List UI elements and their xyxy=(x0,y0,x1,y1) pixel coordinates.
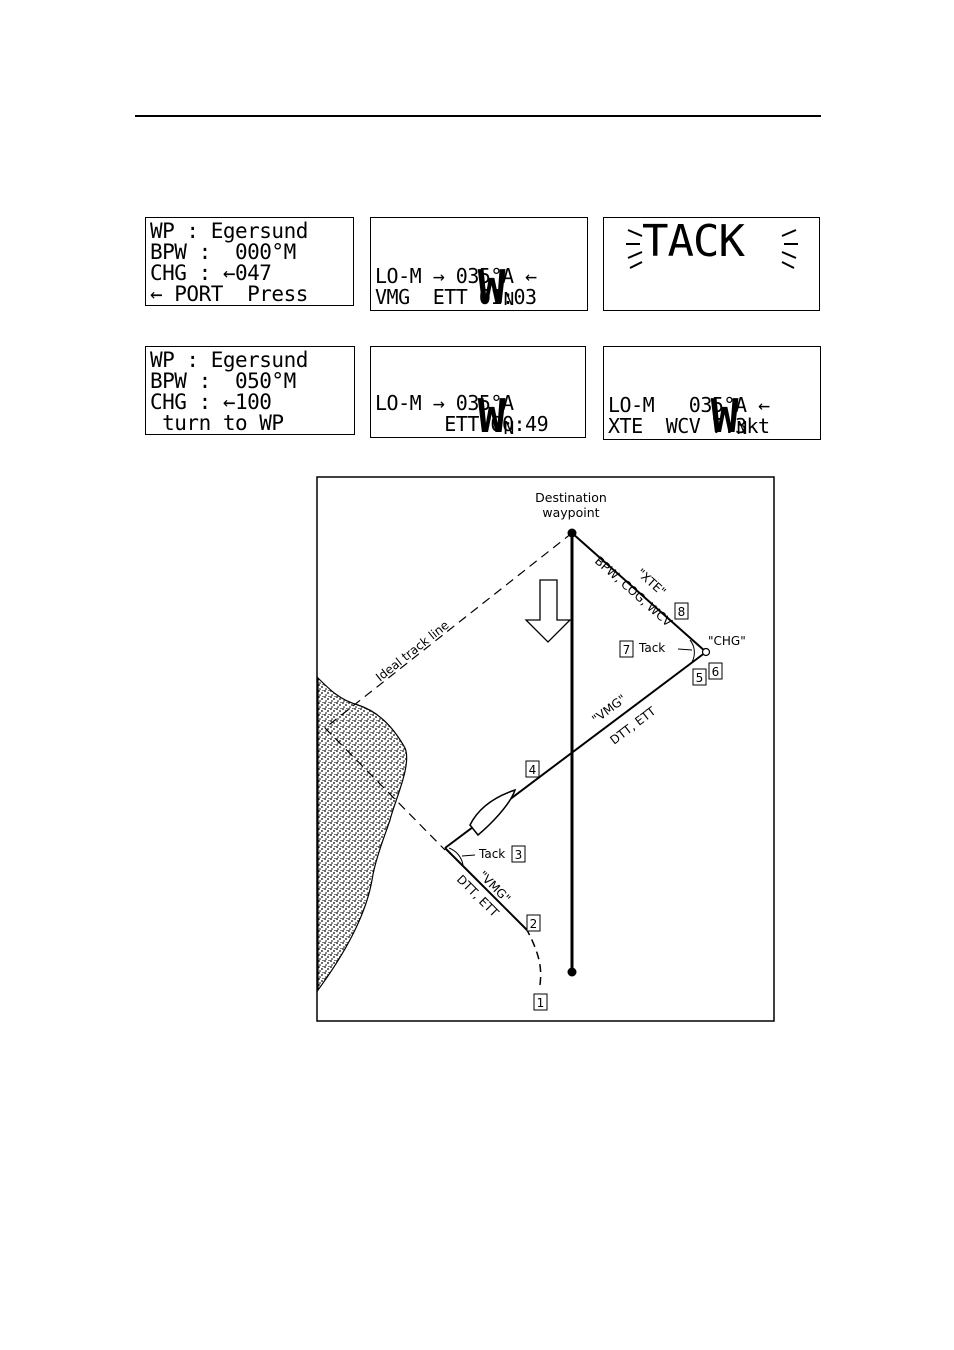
marker-1: 1 xyxy=(537,996,545,1010)
marker-4: 4 xyxy=(529,763,537,777)
display-line: LO-M → 035°A xyxy=(375,391,514,415)
start-dot xyxy=(567,967,577,977)
coastline-land xyxy=(317,676,408,992)
wn-label: W xyxy=(477,389,506,438)
wind-arrow-icon xyxy=(524,579,572,643)
display-line: BPW : 000°M xyxy=(150,240,296,264)
vmg-upper-label: "VMG" xyxy=(589,692,628,727)
display-line: LO-M → 035°A ← xyxy=(375,264,537,288)
display-line: VMG ETT 01:03 xyxy=(375,285,537,309)
final-leg xyxy=(571,532,707,653)
display-wp-egersund-turn: WP : Egersund BPW : 050°M CHG : ←100 tur… xyxy=(145,346,355,435)
display-line: ETT 00:49 xyxy=(375,412,549,436)
tack-pointer-upper xyxy=(677,648,693,651)
wn-subscript: N xyxy=(736,418,747,439)
marker-3: 3 xyxy=(515,848,523,862)
display-line: WP : Egersund xyxy=(150,348,308,372)
chg-label: "CHG" xyxy=(708,634,746,648)
tack-pointer-lower xyxy=(461,854,476,857)
marker-5: 5 xyxy=(696,671,704,685)
tack-arc-upper xyxy=(689,639,695,663)
marker-8: 8 xyxy=(678,605,686,619)
ideal-track-label: Ideal track line xyxy=(373,618,451,684)
display-line: CHG : ←100 xyxy=(150,390,272,414)
display-line: CHG : ←047 xyxy=(150,261,272,285)
tack-lower-label: Tack xyxy=(478,847,505,861)
waypoint-label: waypoint xyxy=(542,505,599,520)
display-line: LO-M 035°A ← xyxy=(608,393,770,417)
display-wp-egersund-port: WP : Egersund BPW : 000°M CHG : ←047 ← P… xyxy=(145,217,354,306)
marker-7: 7 xyxy=(623,643,631,657)
display-line: XTE WCV 7.3kt xyxy=(608,414,770,438)
initial-course-dashed xyxy=(526,929,542,986)
display-wn-035-xte: WN 035⬅ LO-M 035°A ← XTE WCV 7.3kt xyxy=(603,346,821,440)
boat-icon xyxy=(469,788,517,837)
wn-subscript: N xyxy=(503,289,514,310)
display-line: WP : Egersund xyxy=(150,219,308,243)
tack-upper-label: Tack xyxy=(638,641,665,655)
marker-2: 2 xyxy=(530,917,538,931)
chg-point xyxy=(701,647,711,657)
tack-arc-lower xyxy=(448,847,464,866)
step-markers: 1 2 3 4 5 6 7 8 xyxy=(511,602,723,1011)
display-tack: TACK xyxy=(603,217,820,311)
wn-label: W xyxy=(477,260,506,311)
tack-flash-icon xyxy=(626,229,798,269)
port-tack-leg xyxy=(444,847,528,931)
wn-label: W xyxy=(710,389,739,440)
ideal-track-line-lower xyxy=(324,727,446,851)
diagram-frame xyxy=(316,476,775,1022)
display-line: BPW : 050°M xyxy=(150,369,296,393)
display-line: turn to WP xyxy=(150,411,284,435)
destination-label: Destination xyxy=(535,490,607,505)
header-rule xyxy=(135,115,821,117)
display-line: ← PORT Press xyxy=(150,282,308,306)
marker-6: 6 xyxy=(712,665,720,679)
ideal-track-line xyxy=(324,532,573,729)
display-wn-035-vmg: WN ➡035⬅ LO-M → 035°A ← VMG ETT 01:03 xyxy=(370,217,588,311)
wn-subscript: N xyxy=(503,418,514,438)
display-wn-035-ett: WN ➡035 LO-M → 035°A ETT 00:49 xyxy=(370,346,586,438)
tack-text: TACK xyxy=(642,217,745,267)
